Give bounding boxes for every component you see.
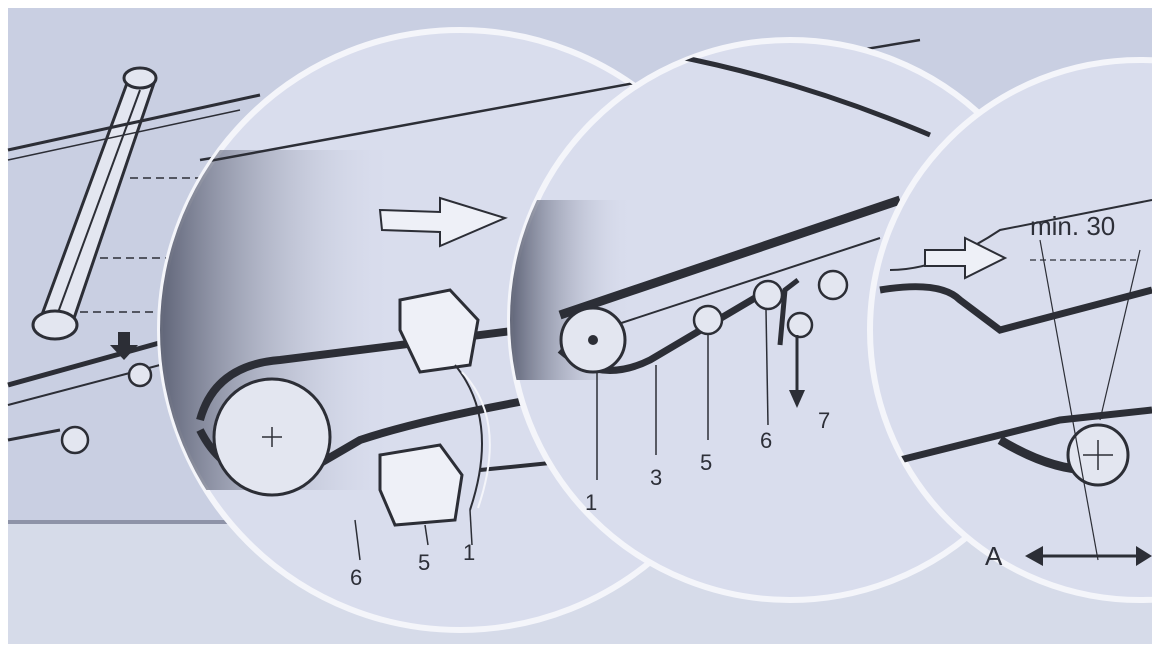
detail-circle-c: min. 30 A (867, 57, 1152, 603)
label-a-5: 5 (418, 550, 430, 575)
label-a-6: 6 (350, 565, 362, 590)
label-min-distance: min. 30 (1030, 211, 1115, 241)
label-b-6: 6 (760, 428, 772, 453)
overview-left (7, 38, 921, 455)
label-b-3: 3 (650, 465, 662, 490)
label-a-1: 1 (463, 540, 475, 565)
label-b-5: 5 (700, 450, 712, 475)
label-axis-a: A (985, 541, 1003, 571)
label-b-7: 7 (818, 408, 830, 433)
label-b-1: 1 (585, 490, 597, 515)
